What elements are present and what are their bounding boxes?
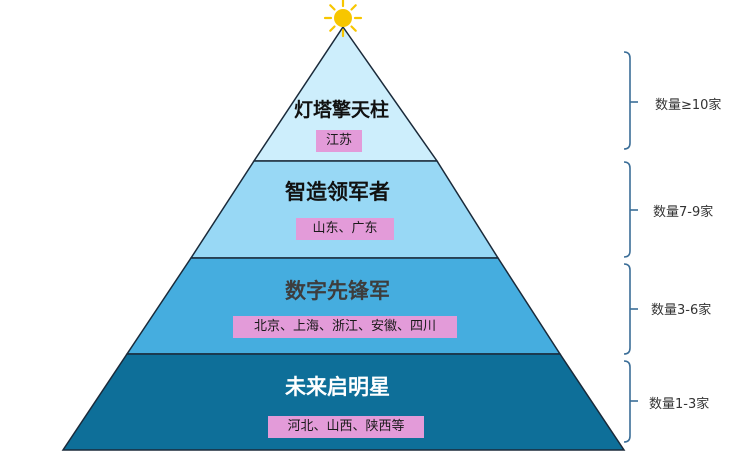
tier-4-title: 未来启明星 <box>285 374 390 399</box>
sun-ray <box>329 25 336 32</box>
tier-1-count: 数量≥10家 <box>655 98 722 113</box>
tier-3-title: 数字先锋军 <box>285 278 390 303</box>
sun-ray <box>329 4 336 11</box>
tier-2-provinces: 山东、广东 <box>296 218 394 240</box>
tier-3-shape <box>125 257 562 355</box>
sun-icon <box>323 0 363 38</box>
bracket-tier-2 <box>623 161 631 258</box>
sun-ray <box>350 4 357 11</box>
bracket-tier-4 <box>623 360 631 443</box>
tier-2-count: 数量7-9家 <box>653 205 714 220</box>
bracket-tier-1 <box>623 51 631 150</box>
tier-1-title: 灯塔擎天柱 <box>294 99 390 121</box>
sun-ray <box>350 25 357 32</box>
tier-3-count: 数量3-6家 <box>651 303 712 318</box>
tier-4-provinces: 河北、山西、陕西等 <box>268 416 424 438</box>
tier-4-count: 数量1-3家 <box>649 397 710 412</box>
bracket-tier-3 <box>623 263 631 355</box>
tier-4-shape <box>61 353 626 451</box>
tier-3-provinces: 北京、上海、浙江、安徽、四川 <box>233 316 457 338</box>
tier-2-title: 智造领军者 <box>285 179 390 204</box>
tier-1-provinces: 江苏 <box>316 130 362 152</box>
